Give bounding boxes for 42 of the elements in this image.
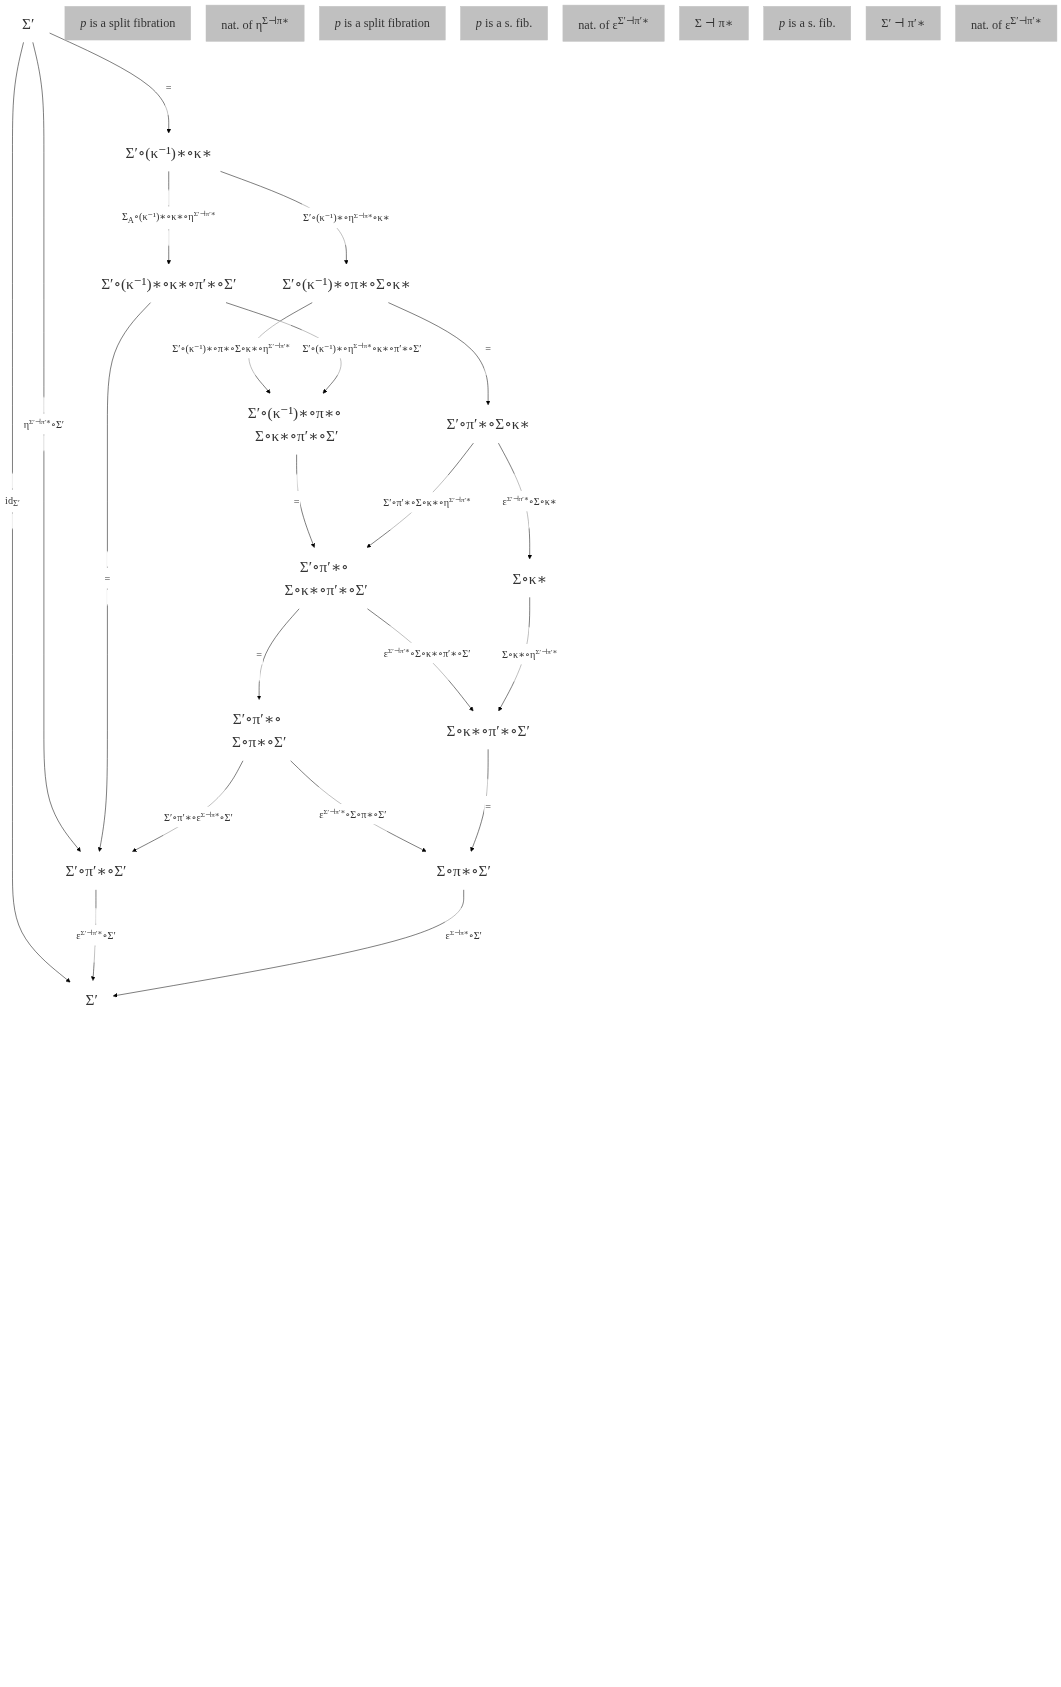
node-text: Σ′∘π′∗∘ Σ∘π∗∘Σ′ [231,710,287,751]
edge-label: ε$^{Σ⊣π∗}$∘Σ′ [445,928,482,941]
node-box: nat. of η$^{Σ⊣π∗}$ [205,4,305,42]
node-text: Σ′∘(κ⁻¹)∗∘κ∗ [125,143,212,161]
edge-label: = [485,342,491,354]
node-box: nat. of ε$^{Σ′⊣π′∗}$ [562,4,665,42]
node-text: Σ∘κ∗∘π′∗∘Σ′ [446,721,530,739]
node-text: Σ∘κ∗ [512,569,547,587]
node-text: Σ′ [85,991,98,1009]
node-text: Σ′ [22,14,35,32]
node-text: Σ′∘π′∗∘Σ′ [65,862,127,880]
edge-label: Σ′∘(κ⁻¹)∗∘η$^{Σ⊣π∗}$∘κ∗ [303,211,390,224]
edge-label: Σ$_{A}$∘(κ⁻¹)∗∘κ∗∘η$^{Σ′⊣π′∗}$ [121,210,216,225]
node-box: p is a s. fib. [460,6,548,41]
node-text: Σ′∘(κ⁻¹)∗∘κ∗∘π′∗∘Σ′ [101,275,237,292]
edge-label: id$_{Σ′}$ [5,494,20,509]
node-box: p is a s. fib. [763,6,851,41]
edge-label: ε$^{Σ′⊣π′∗}$∘Σ∘π∗∘Σ′ [319,807,387,820]
edge-label: Σ′∘(κ⁻¹)∗∘π∗∘Σ∘κ∗∘η$^{Σ′⊣π′∗}$ [172,341,291,354]
node-box: Σ′ ⊣ π′∗ [865,6,941,41]
node-box: Σ ⊣ π∗ [679,6,749,41]
edge-label: Σ′∘π′∗∘ε$^{Σ⊣π∗}$∘Σ′ [164,810,233,823]
edge-label: ε$^{Σ′⊣π′∗}$∘Σ∘κ∗ [502,494,557,507]
node-box: p is a split fibration [319,6,446,41]
node-box: nat. of ε$^{Σ′⊣π′∗}$ [955,4,1058,42]
edge-label: = [256,648,262,660]
edge-label: = [104,572,111,584]
node-text: Σ′∘(κ⁻¹)∗∘π∗∘ Σ∘κ∗∘π′∗∘Σ′ [247,404,342,444]
edge-label: ε$^{Σ′⊣π′∗}$∘Σ′ [76,928,116,941]
node-text: Σ′∘(κ⁻¹)∗∘π∗∘Σ∘κ∗ [282,275,411,292]
node-box: p is a split fibration [64,6,191,41]
edge-label: = [293,495,300,507]
node-text: Σ∘π∗∘Σ′ [436,862,491,880]
node-text: Σ′∘π′∗∘ Σ∘κ∗∘π′∗∘Σ′ [284,558,368,599]
edge-label: Σ′∘π′∗∘Σ∘κ∗∘η$^{Σ′⊣π′∗}$ [383,495,471,508]
edge-label: ε$^{Σ′⊣π′∗}$∘Σ∘κ∗∘π′∗∘Σ′ [383,646,471,659]
node-text: Σ′∘π′∗∘Σ∘κ∗ [446,415,530,433]
edge-label: = [485,800,491,812]
edge-label: Σ∘κ∗∘η$^{Σ′⊣π′∗}$ [502,647,558,660]
edge-label: η$^{Σ′⊣π′∗}$∘Σ′ [23,417,65,430]
edge-label: = [165,82,172,94]
edge-label: Σ′∘(κ⁻¹)∗∘η$^{Σ⊣π∗}$∘κ∗∘π′∗∘Σ′ [302,341,422,354]
